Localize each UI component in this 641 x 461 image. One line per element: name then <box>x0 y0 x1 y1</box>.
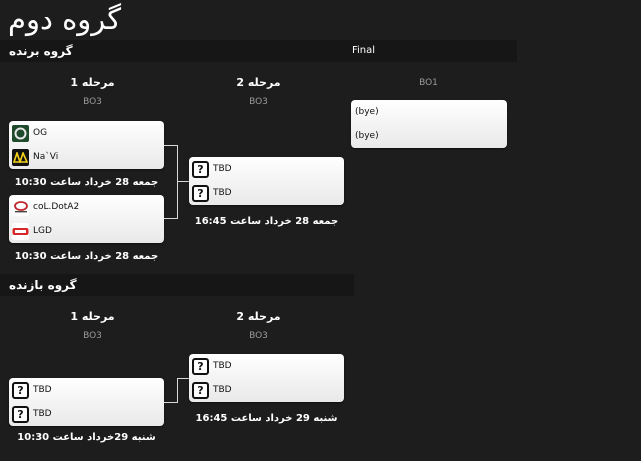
final-label: Final <box>352 45 376 56</box>
upper-round2-format: BO3 <box>249 97 268 107</box>
upper-match-2-date: جمعه 28 خرداد ساعت 10:30 <box>14 251 159 262</box>
lgd-logo-icon <box>12 222 29 240</box>
upper-match-1[interactable]: OG Na`Vi <box>9 121 164 169</box>
team-row-tbd[interactable]: ? TBD <box>189 354 344 378</box>
upper-bracket-label: گروه برنده <box>9 44 73 58</box>
question-mark-icon: ? <box>192 160 209 178</box>
team-name: TBD <box>213 188 232 198</box>
bracket-connector <box>164 218 177 219</box>
final-header: Final <box>342 40 517 62</box>
bracket-connector <box>177 145 178 219</box>
team-name: Na`Vi <box>33 152 59 162</box>
team-name: TBD <box>213 164 232 174</box>
bracket-connector <box>177 181 189 182</box>
team-row-navi[interactable]: Na`Vi <box>9 145 164 169</box>
lower-round2-format: BO3 <box>249 331 268 341</box>
upper-match-2[interactable]: coL.DotA2 LGD <box>9 195 164 243</box>
bracket-connector <box>177 378 189 379</box>
lower-match-1-date: شنبه 29خرداد ساعت 10:30 <box>17 432 156 443</box>
team-row-tbd[interactable]: ? TBD <box>9 402 164 426</box>
lower-match-1[interactable]: ? TBD ? TBD <box>9 378 164 426</box>
team-name: (bye) <box>355 131 379 141</box>
lower-round1-format: BO3 <box>83 331 102 341</box>
lower-round1-title: مرحله 1 <box>70 310 115 323</box>
question-mark-icon: ? <box>12 405 29 423</box>
team-row-bye[interactable]: (bye) <box>351 124 507 148</box>
team-row-tbd[interactable]: ? TBD <box>189 378 344 402</box>
team-row-lgd[interactable]: LGD <box>9 219 164 243</box>
upper-round1-format: BO3 <box>83 97 102 107</box>
upper-match-3-date: جمعه 28 خرداد ساعت 16:45 <box>194 216 339 227</box>
page-title: گروه دوم <box>8 2 122 36</box>
lower-match-2-date: شنبه 29 خرداد ساعت 16:45 <box>195 413 338 424</box>
col-logo-icon <box>12 198 29 216</box>
team-name: TBD <box>213 385 232 395</box>
team-row-og[interactable]: OG <box>9 121 164 145</box>
lower-bracket-header: گروه بازنده <box>0 274 354 296</box>
team-row-col[interactable]: coL.DotA2 <box>9 195 164 219</box>
team-row-tbd[interactable]: ? TBD <box>189 181 344 205</box>
final-match[interactable]: (bye) (bye) <box>351 100 507 148</box>
question-mark-icon: ? <box>12 381 29 399</box>
og-logo-icon <box>12 124 29 142</box>
team-name: TBD <box>213 361 232 371</box>
bracket-connector <box>164 402 177 403</box>
lower-match-2[interactable]: ? TBD ? TBD <box>189 354 344 402</box>
navi-logo-icon <box>12 148 29 166</box>
team-name: LGD <box>33 226 52 236</box>
team-name: TBD <box>33 385 52 395</box>
team-name: (bye) <box>355 107 379 117</box>
final-format: BO1 <box>419 78 438 88</box>
bracket-connector <box>164 145 177 146</box>
question-mark-icon: ? <box>192 184 209 202</box>
question-mark-icon: ? <box>192 357 209 375</box>
team-row-bye[interactable]: (bye) <box>351 100 507 124</box>
team-row-tbd[interactable]: ? TBD <box>189 157 344 181</box>
upper-round1-title: مرحله 1 <box>70 76 115 89</box>
team-name: OG <box>33 128 48 138</box>
team-row-tbd[interactable]: ? TBD <box>9 378 164 402</box>
bracket-connector <box>177 378 178 403</box>
upper-bracket-header: گروه برنده <box>0 40 354 62</box>
team-name: TBD <box>33 409 52 419</box>
upper-match-1-date: جمعه 28 خرداد ساعت 10:30 <box>14 177 159 188</box>
lower-round2-title: مرحله 2 <box>236 310 281 323</box>
upper-match-3[interactable]: ? TBD ? TBD <box>189 157 344 205</box>
question-mark-icon: ? <box>192 381 209 399</box>
upper-round2-title: مرحله 2 <box>236 76 281 89</box>
team-name: coL.DotA2 <box>33 202 80 212</box>
lower-bracket-label: گروه بازنده <box>9 278 77 292</box>
